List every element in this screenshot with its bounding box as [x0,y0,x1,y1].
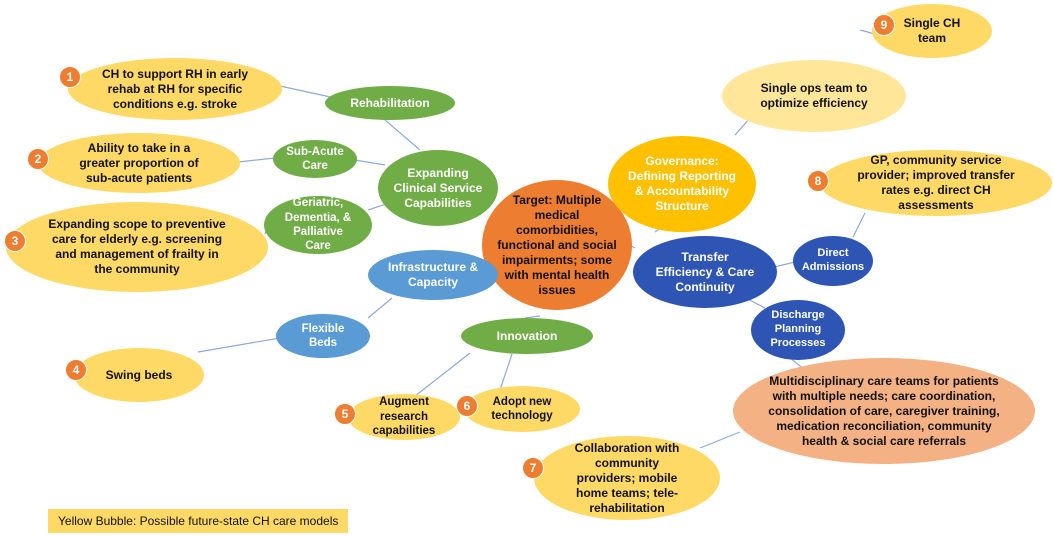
node-infrastructure: Infrastructure & Capacity [368,250,498,300]
model-6-number: 6 [456,395,478,417]
model-4-bubble: Swing beds [74,348,204,402]
node-governance: Governance: Defining Reporting & Account… [608,136,756,232]
model-7-number: 7 [522,457,544,479]
model-6-bubble: Adopt new technology [464,386,580,432]
model-1-number: 1 [59,66,81,88]
model-5-number: 5 [334,403,356,425]
model-8-bubble: GP, community service provider; improved… [820,150,1052,216]
model-8-number: 8 [807,170,829,192]
model-3-bubble: Expanding scope to preventive care for e… [6,202,268,292]
center-target: Target: Multiple medical comorbidities, … [482,180,632,310]
node-transfer-efficiency: Transfer Efficiency & Care Continuity [633,236,777,308]
discharge-detail-bubble: Multidisciplinary care teams for patient… [733,358,1035,464]
model-9-number: 9 [873,14,895,36]
model-2-number: 2 [27,148,49,170]
model-3-number: 3 [4,230,26,252]
node-geriatric: Geriatric, Dementia, & Palliative Care [264,196,372,254]
model-7-bubble: Collaboration with community providers; … [534,436,720,520]
node-direct-admissions: Direct Admissions [793,236,873,286]
node-discharge-planning: Discharge Planning Processes [751,300,845,360]
model-4-number: 4 [65,359,87,381]
model-2-bubble: Ability to take in a greater proportion … [38,133,240,193]
single-ops-bubble: Single ops team to optimize efficiency [722,60,906,132]
node-expanding-clinical: Expanding Clinical Service Capabilities [378,150,498,226]
node-sub-acute: Sub-Acute Care [273,140,357,178]
legend-box: Yellow Bubble: Possible future-state CH … [48,509,348,533]
model-1-bubble: CH to support RH in early rehab at RH fo… [68,58,282,120]
node-rehabilitation: Rehabilitation [325,86,455,120]
node-innovation: Innovation [461,318,593,354]
model-5-bubble: Augment research capabilities [348,394,460,440]
node-flexible-beds: Flexible Beds [276,314,370,358]
